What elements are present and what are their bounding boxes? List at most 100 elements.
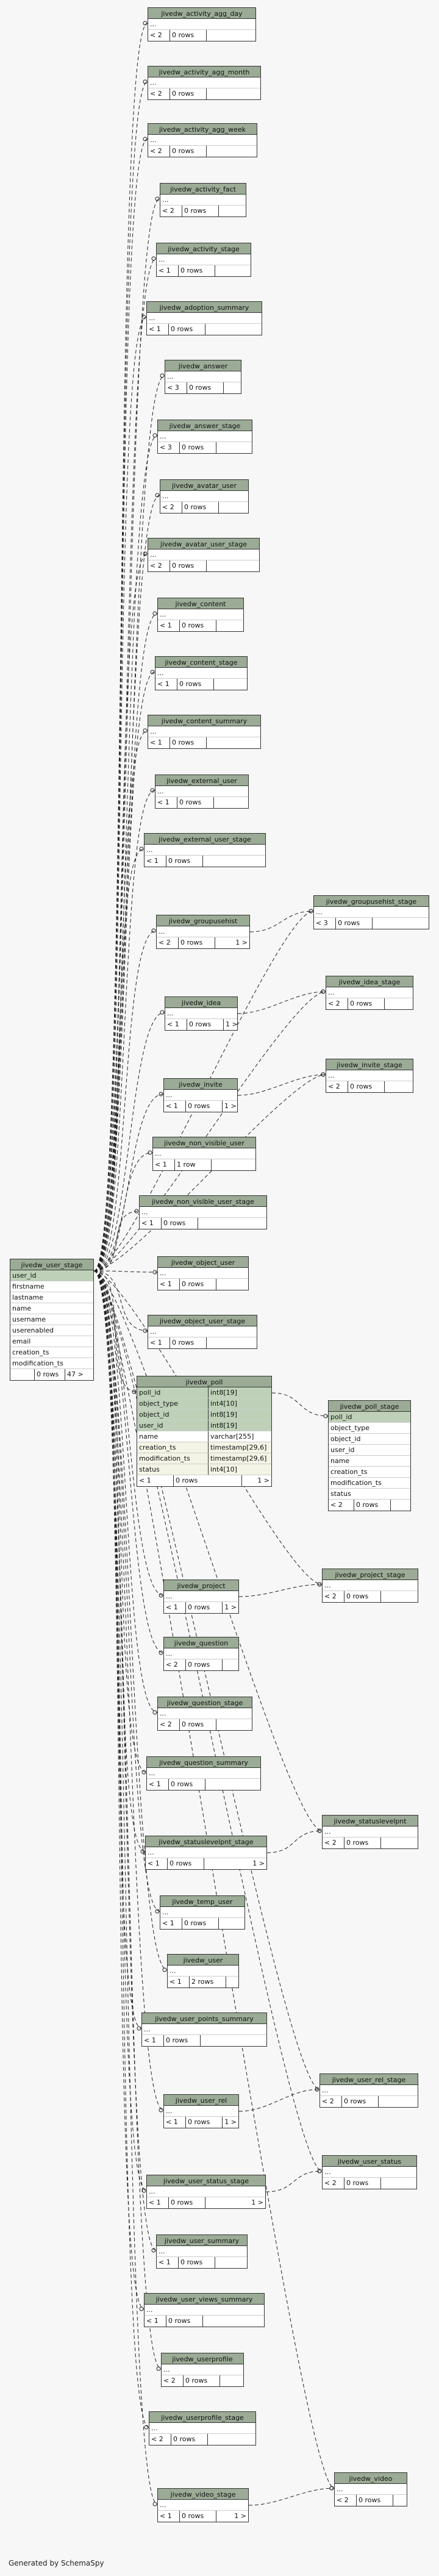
column-row: lastname [10, 1292, 93, 1303]
relationship-line [93, 1270, 147, 2191]
table-title: jivedw_activity_fact [160, 184, 246, 195]
parents-count: < 2 [160, 502, 182, 513]
crowfoot-marker [152, 433, 157, 438]
table-title: jivedw_user_views_summary [145, 2294, 264, 2305]
crowfoot-marker [150, 788, 155, 793]
table-jivedw-user-stage[interactable]: jivedw_user_stage user_id firstname last… [10, 1259, 94, 1381]
table-title: jivedw_object_user [158, 1257, 248, 1268]
crowfoot-marker [132, 1389, 137, 1394]
table-jivedw-poll-stage[interactable]: jivedw_poll_stage poll_id object_type ob… [328, 1400, 411, 1511]
column-row: email [10, 1336, 93, 1347]
column-row: userenabled [10, 1325, 93, 1336]
table-title: jivedw_project [164, 1580, 238, 1591]
parents-count: < 1 [147, 1779, 169, 1790]
parents-count: < 2 [323, 1837, 344, 1848]
column-row: username [10, 1314, 93, 1325]
table-title: jivedw_avatar_user_stage [148, 538, 259, 549]
children-count [203, 2316, 264, 2327]
relationship-line [93, 81, 148, 1272]
column-row: ... [335, 2484, 407, 2495]
crowfoot-marker [139, 846, 144, 851]
children-count: 1 > [226, 1020, 237, 1028]
children-count [216, 1279, 248, 1290]
table-title: jivedw_activity_agg_week [148, 124, 257, 135]
relationship-line [93, 1270, 160, 1912]
parents-count: < 1 [148, 737, 170, 748]
relationship-line [93, 1270, 158, 2505]
column-row: ... [148, 77, 260, 88]
column-row: ... [147, 2186, 265, 2197]
table-title: jivedw_non_visible_user [153, 1137, 255, 1148]
crowfoot-marker [143, 79, 148, 84]
parents-count: < 1 [137, 1475, 174, 1486]
parents-count: < 1 [147, 2197, 169, 2208]
row-count: 0 rows [344, 1837, 381, 1848]
table-title: jivedw_content_summary [148, 715, 260, 726]
row-count: 0 rows [171, 2434, 208, 2445]
row-count: 0 rows [186, 1659, 223, 1670]
children-count: 1 > [224, 1102, 237, 1110]
children-count [216, 1719, 252, 1730]
table-title: jivedw_idea_stage [326, 976, 413, 987]
row-count: 0 rows [357, 2495, 393, 2506]
table-title: jivedw_poll_stage [329, 1401, 410, 1412]
column-row: ... [164, 1591, 238, 1602]
children-count [207, 88, 260, 99]
table-title: jivedw_project_stage [323, 1569, 418, 1580]
crowfoot-marker [137, 2026, 141, 2031]
table-title: jivedw_external_user [155, 775, 248, 786]
column-row: ... [162, 2364, 243, 2375]
column-row: ... [314, 907, 429, 918]
